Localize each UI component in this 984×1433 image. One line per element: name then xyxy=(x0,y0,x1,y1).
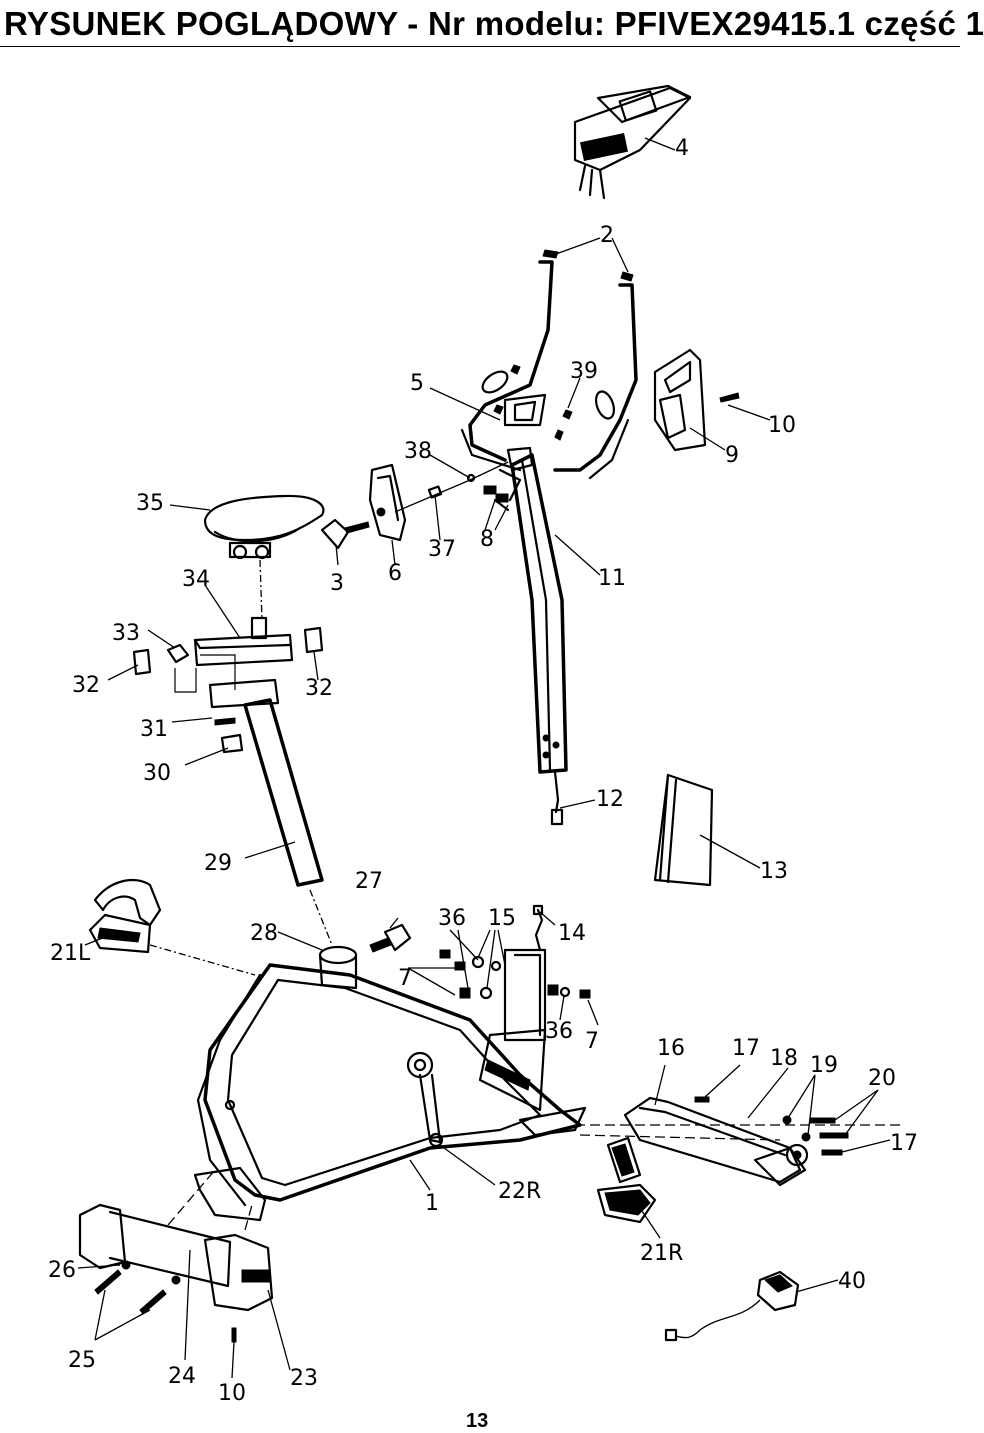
leader-lines xyxy=(77,137,891,1379)
part-label-26: 26 xyxy=(48,1258,76,1283)
part-label-33: 33 xyxy=(112,621,140,646)
part-label-21L: 21L xyxy=(50,941,91,966)
part-label-30: 30 xyxy=(143,761,171,786)
part-label-17-bottom: 17 xyxy=(890,1131,918,1156)
part-label-4: 4 xyxy=(675,136,689,161)
part-label-9: 9 xyxy=(725,443,739,468)
exploded-view-diagram: 4 2 5 39 10 9 38 35 37 8 34 3 6 11 33 32… xyxy=(48,84,918,1406)
part-label-17-top: 17 xyxy=(732,1036,760,1061)
part-label-6: 6 xyxy=(388,561,402,586)
part-label-8: 8 xyxy=(480,527,494,552)
part-label-27: 27 xyxy=(355,869,383,894)
main-frame-part xyxy=(193,945,587,1222)
part-label-7-left: 7 xyxy=(398,966,412,991)
part-label-14: 14 xyxy=(558,921,586,946)
part-label-36-bottom: 36 xyxy=(545,1019,573,1044)
part-label-13: 13 xyxy=(760,859,788,884)
part-label-15: 15 xyxy=(488,906,516,931)
part-label-34: 34 xyxy=(182,567,210,592)
seat-part xyxy=(203,494,325,621)
part-label-3: 3 xyxy=(330,571,344,596)
part-label-29: 29 xyxy=(204,851,232,876)
part-label-36-top: 36 xyxy=(438,906,466,931)
seat-post-part xyxy=(208,678,333,946)
part-label-10-top: 10 xyxy=(768,413,796,438)
front-cover-part xyxy=(653,773,714,887)
part-label-37: 37 xyxy=(428,537,456,562)
part-label-7-right: 7 xyxy=(585,1029,599,1054)
part-label-22R: 22R xyxy=(498,1179,541,1204)
part-label-10-bottom: 10 xyxy=(218,1381,246,1406)
part-label-16: 16 xyxy=(657,1036,685,1061)
part-label-25: 25 xyxy=(68,1348,96,1373)
seat-clamp-part xyxy=(320,463,407,550)
part-label-39: 39 xyxy=(570,359,598,384)
rear-stabilizer-part xyxy=(78,1169,274,1343)
fastener-set xyxy=(439,904,591,1000)
part-label-35: 35 xyxy=(136,491,164,516)
part-label-20: 20 xyxy=(868,1066,896,1091)
part-label-5: 5 xyxy=(410,371,424,396)
part-label-11: 11 xyxy=(598,566,626,591)
part-label-32-right: 32 xyxy=(305,676,333,701)
title-divider xyxy=(0,46,960,47)
part-label-18: 18 xyxy=(770,1046,798,1071)
handlebar-bracket xyxy=(493,364,573,441)
part-label-2: 2 xyxy=(600,223,614,248)
part-labels: 4 2 5 39 10 9 38 35 37 8 34 3 6 11 33 32… xyxy=(48,136,918,1406)
part-label-23: 23 xyxy=(290,1366,318,1391)
console-part xyxy=(573,84,692,200)
power-adapter-part xyxy=(664,1270,800,1342)
handlebar-part xyxy=(460,249,638,480)
part-label-32-left: 32 xyxy=(72,673,100,698)
front-stabilizer-part xyxy=(575,1096,900,1187)
part-label-1: 1 xyxy=(425,1191,439,1216)
part-label-40: 40 xyxy=(838,1269,866,1294)
part-label-21R: 21R xyxy=(640,1241,683,1266)
page-title: RYSUNEK POGLĄDOWY - Nr modelu: PFIVEX294… xyxy=(4,5,984,42)
part-label-28: 28 xyxy=(250,921,278,946)
part-label-19: 19 xyxy=(810,1053,838,1078)
seat-slider-part xyxy=(132,616,324,693)
page-number: 13 xyxy=(466,1410,489,1432)
bottle-holder-part xyxy=(653,348,740,452)
part-label-12: 12 xyxy=(596,787,624,812)
part-label-31: 31 xyxy=(140,717,168,742)
pedal-left-part xyxy=(88,878,256,976)
upright-post-part xyxy=(483,446,568,826)
pedal-right-part xyxy=(596,1136,657,1224)
adjustment-knob-part xyxy=(369,923,412,953)
part-label-38: 38 xyxy=(404,439,432,464)
part-label-24: 24 xyxy=(168,1364,196,1389)
